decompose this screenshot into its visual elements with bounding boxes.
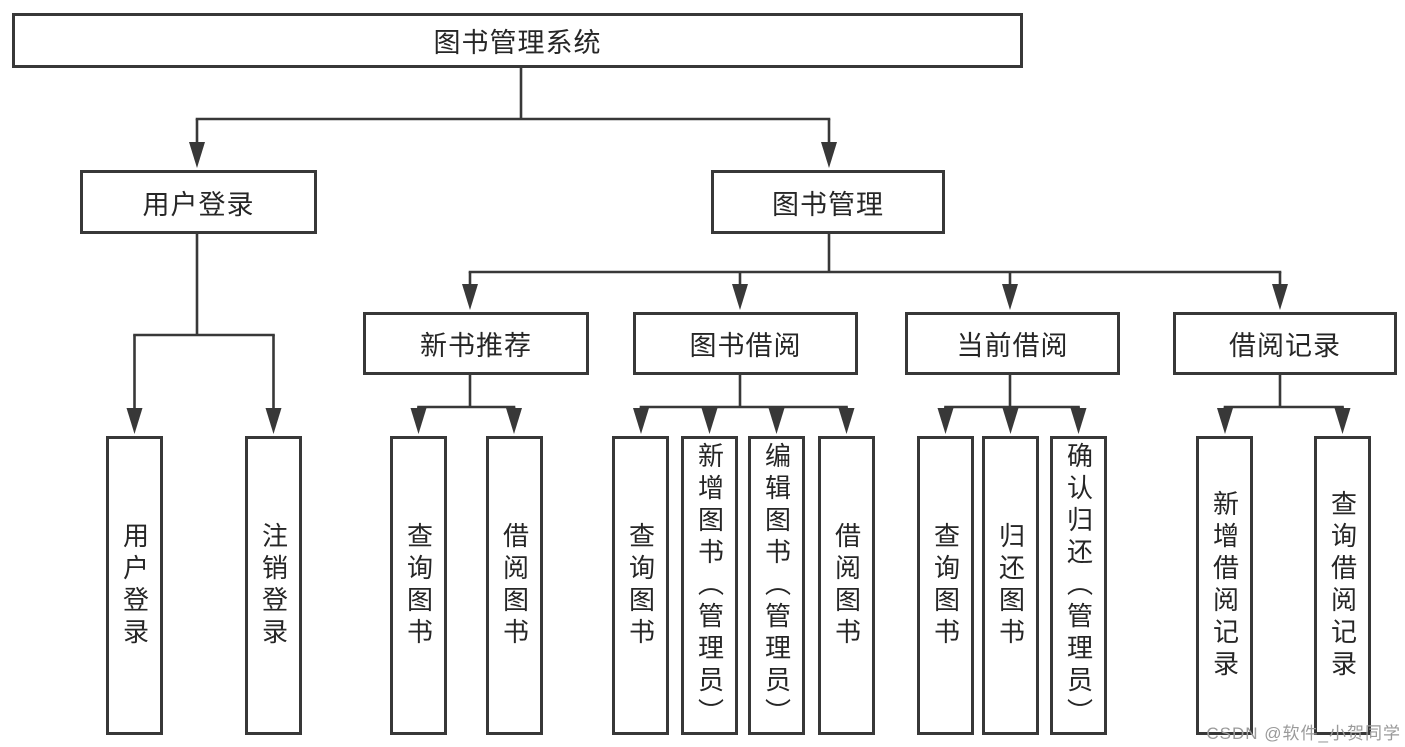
leaf-search-borrow-record: 查询借阅记录 — [1314, 436, 1371, 735]
leaf-label: 注销登录 — [258, 521, 289, 650]
leaf-label: 查询图书 — [930, 521, 961, 650]
leaf-add-borrow-record: 新增借阅记录 — [1196, 436, 1253, 735]
node-label: 图书管理系统 — [433, 28, 602, 58]
leaf-borrow-book-recommend: 借阅图书 — [486, 436, 543, 735]
node-label: 图书管理 — [772, 189, 884, 220]
csdn-watermark: CSDN @软件_小贺同学 — [1206, 724, 1401, 743]
leaf-search-book-borrowing: 查询图书 — [612, 436, 669, 735]
leaf-label: 新增借阅记录 — [1209, 489, 1240, 682]
leaf-logout-login: 注销登录 — [245, 436, 302, 735]
node-library-management-system: 图书管理系统 — [12, 13, 1023, 68]
leaf-label: 借阅图书 — [499, 521, 530, 650]
leaf-label: 确认归还（管理员） — [1063, 441, 1094, 730]
node-borrowing-records: 借阅记录 — [1173, 312, 1397, 375]
node-book-borrowing: 图书借阅 — [633, 312, 858, 375]
leaf-label: 编辑图书（管理员） — [761, 441, 792, 730]
leaf-label: 新增图书（管理员） — [694, 441, 725, 730]
leaf-borrow-book: 借阅图书 — [818, 436, 875, 735]
leaf-label: 查询借阅记录 — [1327, 489, 1358, 682]
node-book-management: 图书管理 — [711, 170, 945, 234]
leaf-add-book-admin: 新增图书（管理员） — [681, 436, 738, 735]
leaf-user-login: 用户登录 — [106, 436, 163, 735]
node-current-borrowing: 当前借阅 — [905, 312, 1120, 375]
leaf-search-book-current: 查询图书 — [917, 436, 974, 735]
leaf-label: 借阅图书 — [831, 521, 862, 650]
node-label: 当前借阅 — [956, 331, 1069, 361]
leaf-search-book-recommend: 查询图书 — [390, 436, 447, 735]
leaf-label: 查询图书 — [403, 521, 434, 650]
leaf-confirm-return-admin: 确认归还（管理员） — [1050, 436, 1107, 735]
node-label: 借阅记录 — [1229, 331, 1341, 361]
leaf-label: 查询图书 — [625, 521, 656, 650]
node-label: 用户登录 — [142, 189, 255, 220]
leaf-label: 用户登录 — [119, 521, 150, 650]
leaf-return-book: 归还图书 — [982, 436, 1039, 735]
node-label: 新书推荐 — [420, 331, 532, 361]
node-user-login: 用户登录 — [80, 170, 317, 234]
node-new-book-recommendation: 新书推荐 — [363, 312, 589, 375]
leaf-edit-book-admin: 编辑图书（管理员） — [748, 436, 805, 735]
node-label: 图书借阅 — [689, 331, 802, 361]
leaf-label: 归还图书 — [995, 521, 1026, 650]
